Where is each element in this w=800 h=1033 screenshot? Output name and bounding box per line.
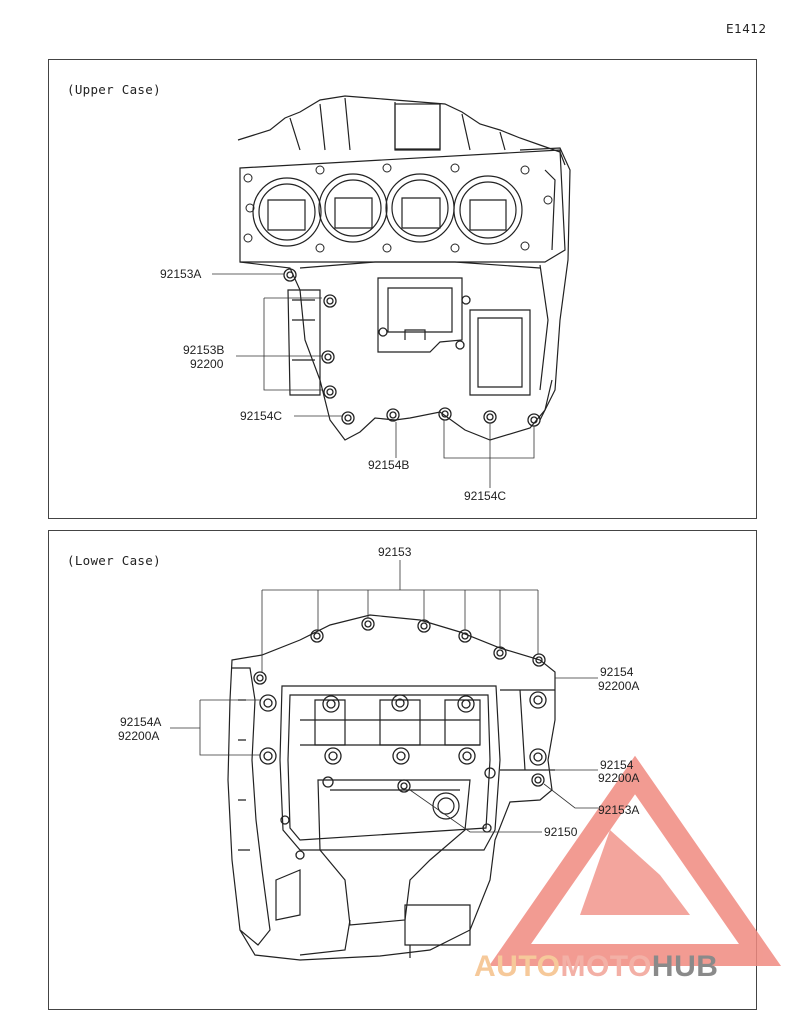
label-92150: 92150: [544, 825, 578, 839]
upper-case-title: (Upper Case): [67, 82, 161, 97]
label-92153B: 92153B: [183, 343, 224, 357]
watermark-logo: [488, 755, 782, 966]
label-92200: 92200: [190, 357, 224, 371]
label-92153A-lower: 92153A: [598, 803, 639, 817]
label-92200A-left: 92200A: [118, 729, 159, 743]
label-92154C-bottom: 92154C: [464, 489, 506, 503]
label-92153A-upper: 92153A: [160, 267, 201, 281]
upper-case-engine-drawing: [237, 95, 571, 441]
label-92154C-left: 92154C: [240, 409, 282, 423]
label-92154A: 92154A: [120, 715, 161, 729]
diagram-code: E1412: [726, 22, 767, 36]
watermark-text: AUTOMOTOHUB: [474, 950, 718, 984]
label-92154-top: 92154: [600, 665, 634, 679]
label-92154B: 92154B: [368, 458, 409, 472]
label-92153: 92153: [378, 545, 412, 559]
upper-case-panel: (Upper Case): [48, 59, 757, 519]
watermark-moto: MOTO: [560, 950, 652, 983]
upper-leader-lines: [212, 273, 535, 488]
lower-leader-lines: [170, 560, 598, 833]
watermark-hub: HUB: [651, 950, 719, 983]
label-92200A-top: 92200A: [598, 679, 639, 693]
lower-case-engine-drawing: [227, 614, 556, 961]
label-92154-mid: 92154: [600, 758, 634, 772]
watermark-auto: AUTO: [474, 950, 561, 983]
lower-case-title: (Lower Case): [67, 553, 161, 568]
label-92200A-mid: 92200A: [598, 771, 639, 785]
